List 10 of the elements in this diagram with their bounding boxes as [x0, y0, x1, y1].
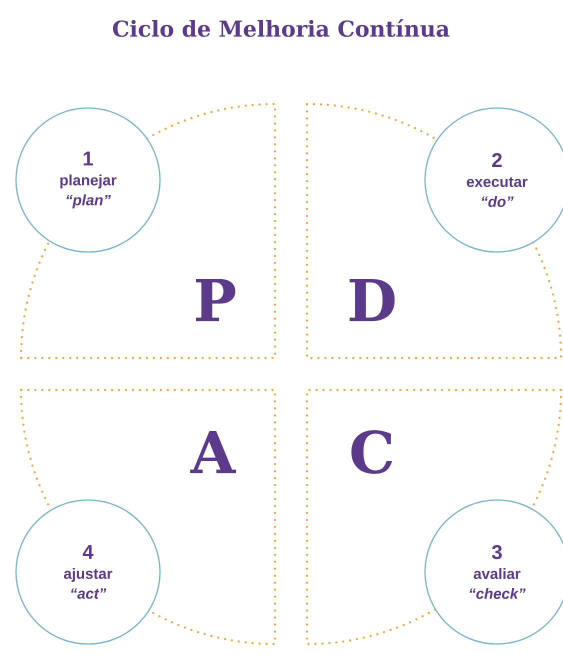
- title: Ciclo de Melhoria Contínua: [112, 19, 450, 37]
- node-label: avaliar: [474, 568, 520, 580]
- node-label: 4: [82, 545, 94, 559]
- node-label: “do”: [482, 196, 514, 207]
- node-label: 3: [492, 545, 502, 560]
- node-label: “check”: [470, 588, 526, 599]
- node-label: executar: [466, 177, 528, 188]
- node-label: “act”: [71, 588, 106, 599]
- node-label: ajustar: [64, 568, 112, 582]
- node-label: 2: [492, 153, 502, 167]
